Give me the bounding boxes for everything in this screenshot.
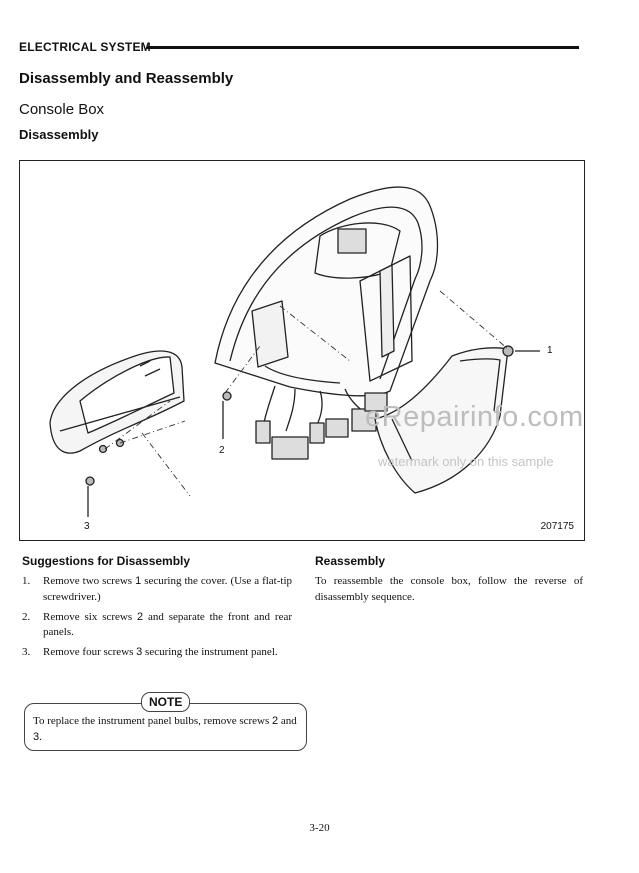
- screw-ref: 2: [272, 715, 279, 727]
- screw-ref: 2: [137, 610, 144, 623]
- list-item: 1. Remove two screws 1 securing the cove…: [22, 575, 293, 603]
- section-header: ELECTRICAL SYSTEM: [19, 40, 151, 54]
- list-item: 2. Remove six screws 2 and separate the …: [22, 610, 292, 639]
- exploded-diagram: 1 2 3 207175 eRepairinfo.com watermark o…: [19, 160, 585, 541]
- callout-1: 1: [547, 345, 553, 356]
- figure-number: 207175: [540, 521, 574, 532]
- reassembly-title: Reassembly: [315, 554, 386, 568]
- console-box-illustration: [49, 186, 540, 517]
- main-heading: Disassembly and Reassembly: [19, 70, 234, 87]
- screw-ref: 3: [136, 646, 143, 658]
- suggestions-list: 1. Remove two screws 1 securing the cove…: [22, 574, 292, 665]
- callout-3: 3: [84, 521, 90, 532]
- reassembly-text: To reassemble the console box, follow th…: [315, 575, 583, 603]
- note-label: NOTE: [141, 692, 191, 712]
- subsub-heading: Disassembly: [19, 127, 99, 142]
- callout-2: 2: [219, 445, 225, 456]
- note-text: To replace the instrument panel bulbs, r…: [33, 715, 297, 743]
- screw-ref: 3: [33, 730, 40, 743]
- watermark: eRepairinfo.com: [365, 401, 584, 433]
- watermark-subtext: watermark only on this sample: [378, 454, 554, 469]
- screw-ref: 1: [135, 575, 142, 587]
- sub-heading: Console Box: [19, 101, 105, 118]
- header-rule: [147, 46, 579, 49]
- suggestions-title: Suggestions for Disassembly: [22, 554, 191, 568]
- list-item: 3. Remove four screws 3 securing the ins…: [22, 646, 278, 658]
- page-number: 3-20: [309, 822, 330, 834]
